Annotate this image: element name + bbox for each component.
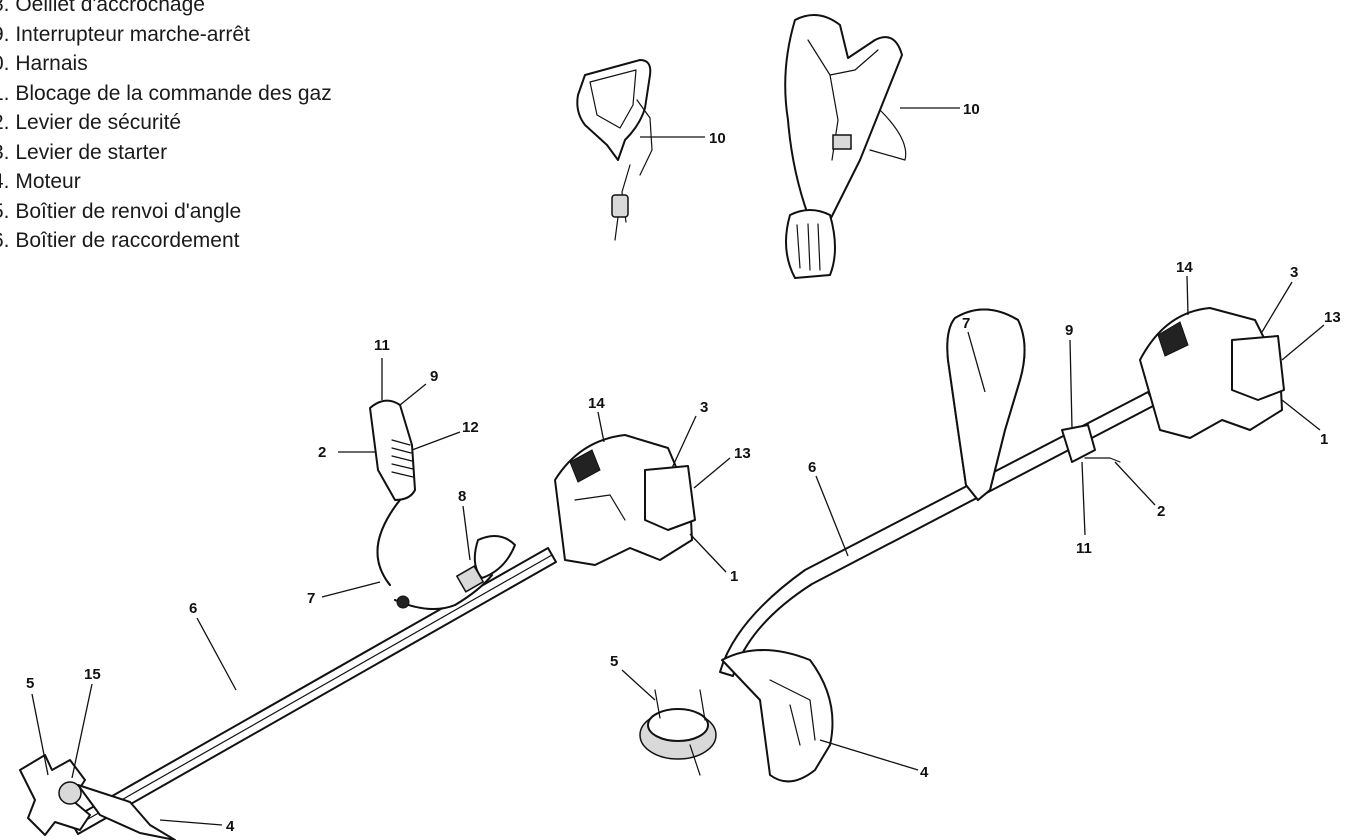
legend-item-15: 5. Boîtier de renvoi d'angle	[0, 199, 242, 223]
harness-strap-illustration	[576, 59, 653, 241]
brushcutter-bike-handle	[19, 399, 696, 840]
callout-harness-full-10: 10	[963, 101, 980, 118]
callout-right-13: 13	[1324, 309, 1341, 326]
leader-lines	[31, 107, 1325, 826]
callout-left-5: 5	[26, 675, 34, 692]
callout-harness-small-10: 10	[709, 130, 726, 147]
callout-left-8: 8	[458, 488, 466, 505]
callout-left-2: 2	[318, 444, 326, 461]
callout-right-6: 6	[808, 459, 816, 476]
grass-trimmer-loop-handle	[639, 307, 1285, 783]
callout-right-2: 2	[1157, 503, 1165, 520]
callout-left-12: 12	[462, 419, 479, 436]
legend-item-8: 8. Oeillet d'accrochage	[0, 0, 205, 16]
legend-item-14: 4. Moteur	[0, 170, 81, 193]
callout-right-4: 4	[920, 764, 929, 781]
legend-item-12: 2. Levier de sécurité	[0, 111, 182, 134]
callout-right-11: 11	[1076, 540, 1092, 557]
callout-left-7: 7	[307, 590, 315, 607]
body-harness-illustration	[784, 14, 907, 279]
callout-right-14: 14	[1176, 259, 1193, 276]
legend-item-16: 6. Boîtier de raccordement	[0, 229, 240, 252]
callout-left-1: 1	[730, 568, 738, 585]
legend-item-11: 1. Blocage de la commande des gaz	[0, 81, 332, 105]
callout-left-3: 3	[700, 399, 708, 416]
callout-right-5: 5	[610, 653, 618, 670]
callouts: 10 10 11 9 12 2 14 3 13 8 1 7 6 5 15 4 1…	[26, 101, 1341, 835]
callout-left-11: 11	[374, 337, 390, 354]
legend-item-9: 9. Interrupteur marche-arrêt	[0, 22, 250, 46]
parts-legend: 8. Oeillet d'accrochage 9. Interrupteur …	[0, 0, 332, 256]
callout-right-1: 1	[1320, 431, 1328, 448]
callout-left-14: 14	[588, 395, 605, 412]
callout-left-6: 6	[189, 600, 197, 617]
legend-item-13: 3. Levier de starter	[0, 140, 168, 164]
callout-left-4: 4	[226, 818, 235, 835]
callout-right-7: 7	[962, 315, 970, 332]
legend-item-10: 0. Harnais	[0, 52, 88, 75]
callout-left-15: 15	[84, 666, 101, 683]
callout-left-9: 9	[430, 368, 438, 385]
callout-right-3: 3	[1290, 264, 1298, 281]
callout-right-9: 9	[1065, 322, 1073, 339]
callout-left-13: 13	[734, 445, 751, 462]
